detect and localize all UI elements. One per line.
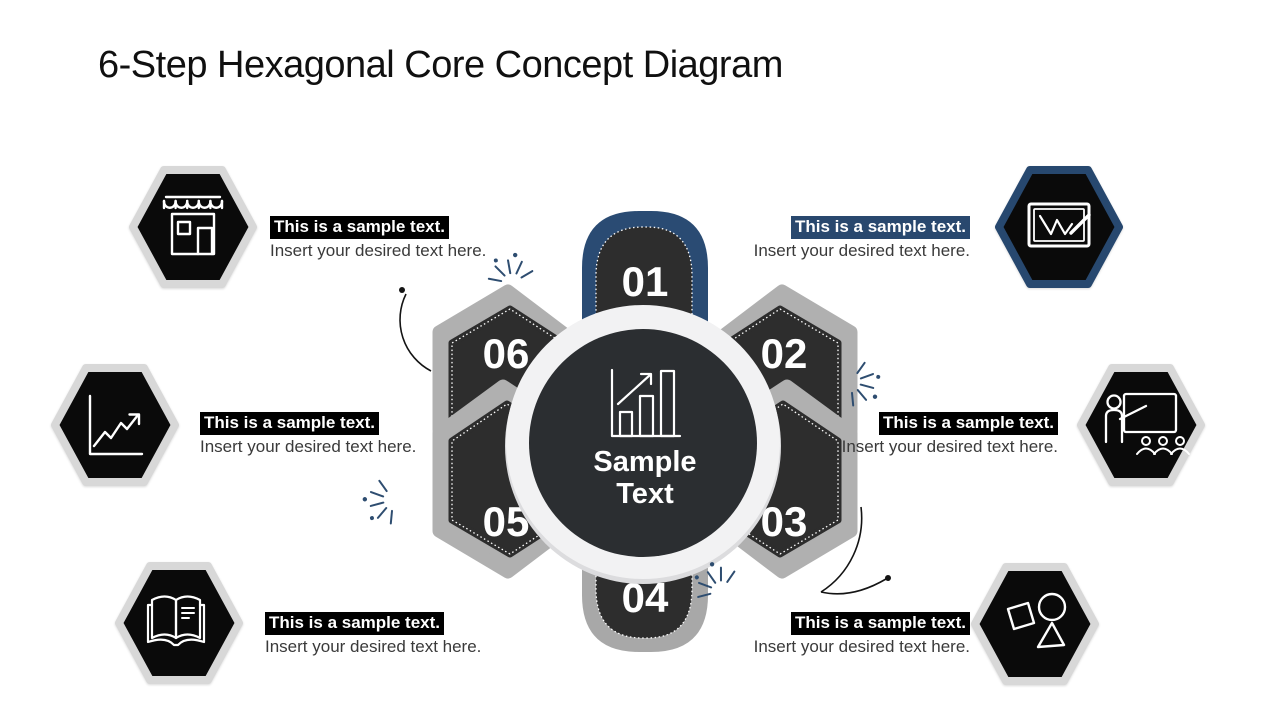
label-heading: This is a sample text. <box>790 612 970 635</box>
arc-line <box>399 293 432 372</box>
sparkle-icon <box>358 478 397 530</box>
slide-title: 6-Step Hexagonal Core Concept Diagram <box>98 44 783 86</box>
core-title-line2: Text <box>616 478 674 510</box>
geometric-shapes-icon <box>1006 592 1067 649</box>
hexagon-frame <box>995 166 1123 288</box>
text-label-mid-left[interactable]: This is a sample text. Insert your desir… <box>200 412 440 457</box>
label-body: Insert your desired text here. <box>753 241 970 260</box>
line-chart-icon <box>88 394 144 456</box>
arc-dot <box>885 575 891 581</box>
open-book-icon <box>146 595 206 647</box>
label-body: Insert your desired text here. <box>200 437 417 456</box>
label-body: Insert your desired text here. <box>270 241 487 260</box>
label-heading: This is a sample text. <box>790 216 970 239</box>
hex-badge-line-chart[interactable] <box>48 362 182 490</box>
hex-badge-presentation[interactable] <box>1074 362 1208 490</box>
petal-dotted-border <box>595 419 693 639</box>
step-number: 01 <box>622 258 669 305</box>
growth-bar-chart-icon <box>610 368 682 438</box>
label-heading: This is a sample text. <box>200 412 380 435</box>
petal-dotted-border <box>595 226 693 451</box>
storefront-icon <box>162 195 224 256</box>
arc-dot <box>399 287 405 293</box>
step-number: 06 <box>483 330 530 377</box>
hexagon-frame <box>971 563 1099 685</box>
text-label-mid-right[interactable]: This is a sample text. Insert your desir… <box>818 412 1058 457</box>
label-heading: This is a sample text. <box>878 412 1058 435</box>
presentation-trainer-icon <box>1104 392 1190 455</box>
screen-sketch-icon <box>1027 202 1091 248</box>
label-body: Insert your desired text here. <box>753 637 970 656</box>
hex-badge-open-book[interactable] <box>112 560 246 688</box>
text-label-top-left[interactable]: This is a sample text. Insert your desir… <box>270 216 510 261</box>
hexagon-frame <box>129 166 257 288</box>
core-title-line1: Sample <box>593 446 696 478</box>
hex-badge-storefront[interactable] <box>126 164 260 292</box>
decorative-arcs <box>399 287 891 595</box>
arc-line <box>820 578 887 595</box>
core-node[interactable]: Sample Text <box>505 305 781 584</box>
label-body: Insert your desired text here. <box>841 437 1058 456</box>
hexagon-frame <box>1077 364 1205 486</box>
step-number: 03 <box>761 498 808 545</box>
text-label-top-right[interactable]: This is a sample text. Insert your desir… <box>730 216 970 261</box>
step-number: 02 <box>761 330 808 377</box>
hexagon-frame <box>115 562 243 684</box>
label-heading: This is a sample text. <box>265 612 445 635</box>
hex-badge-shapes[interactable] <box>968 561 1102 689</box>
hexagon-frame <box>51 364 179 486</box>
label-body: Insert your desired text here. <box>265 637 482 656</box>
label-heading: This is a sample text. <box>270 216 450 239</box>
arc-line <box>820 506 863 593</box>
text-label-bottom-right[interactable]: This is a sample text. Insert your desir… <box>730 612 970 657</box>
core-circle <box>529 329 757 557</box>
text-label-bottom-left[interactable]: This is a sample text. Insert your desir… <box>265 612 505 657</box>
hex-badge-screen-sketch[interactable] <box>992 164 1126 292</box>
